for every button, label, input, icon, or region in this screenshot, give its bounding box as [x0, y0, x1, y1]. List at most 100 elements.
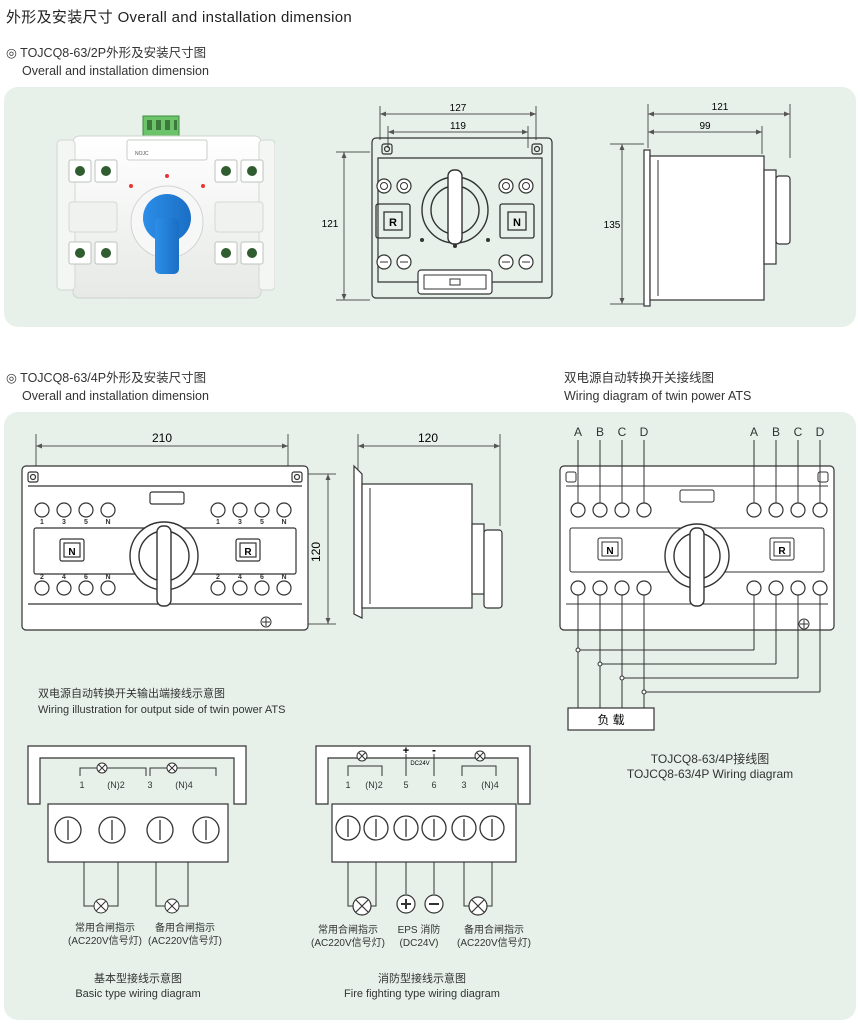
wiring-caption-en: TOJCQ8-63/4P Wiring diagram [626, 767, 794, 781]
dim-120: 120 [309, 542, 323, 562]
svg-text:3: 3 [147, 780, 152, 790]
svg-text:3: 3 [238, 519, 242, 526]
fire-wiring-diagram: + - DC24V 1 (N)2 5 6 3 (N)4 [315, 743, 531, 916]
svg-text:D: D [816, 425, 825, 439]
section2-title-cn: ◎ TOJCQ8-63/4P外形及安装尺寸图 [6, 371, 207, 385]
badge-r-4p: R [244, 547, 252, 558]
output-title-cn: 双电源自动转换开关输出端接线示意图 [38, 688, 225, 700]
svg-text:1: 1 [40, 519, 44, 526]
wiring-caption-cn: TOJCQ8-63/4P接线图 [650, 752, 770, 766]
dc-minus: - [432, 743, 436, 757]
svg-text:6: 6 [260, 574, 264, 581]
fire-lamp1-caption: 常用合闸指示 (AC220V信号灯) [300, 924, 396, 950]
dim-121: 121 [322, 219, 339, 230]
load-label: 负 载 [597, 713, 624, 727]
section2-heading: ◎ TOJCQ8-63/4P外形及安装尺寸图 Overall and insta… [6, 369, 209, 405]
dim-135: 135 [604, 220, 621, 231]
badge-n-2p: R [389, 217, 397, 229]
svg-text:N: N [105, 519, 110, 526]
svg-text:B: B [772, 425, 780, 439]
dc-plus: + [403, 745, 409, 757]
svg-text:C: C [618, 425, 627, 439]
fire-lamp2-en: (AC220V信号灯) [457, 938, 531, 949]
fire-lamp2-cn: 备用合闸指示 [464, 925, 524, 936]
svg-text:4: 4 [238, 574, 242, 581]
svg-text:2: 2 [40, 574, 44, 581]
output-heading: 双电源自动转换开关输出端接线示意图 Wiring illustration fo… [38, 686, 285, 718]
side-view-2p: 121 99 135 [604, 102, 791, 307]
svg-text:A: A [574, 425, 582, 439]
fire-caption-cn: 消防型接线示意图 [378, 973, 466, 985]
section1-heading: ◎ TOJCQ8-63/2P外形及安装尺寸图 Overall and insta… [6, 44, 209, 80]
fire-caption-en: Fire fighting type wiring diagram [344, 988, 500, 1000]
svg-text:5: 5 [403, 780, 408, 790]
svg-text:4: 4 [62, 574, 66, 581]
svg-text:N: N [281, 519, 286, 526]
svg-text:(N)4: (N)4 [481, 780, 499, 790]
svg-text:2: 2 [216, 574, 220, 581]
svg-text:(N)2: (N)2 [107, 780, 125, 790]
svg-text:5: 5 [260, 519, 264, 526]
wiring-heading: 双电源自动转换开关接线图 Wiring diagram of twin powe… [564, 369, 751, 405]
svg-text:N: N [105, 574, 110, 581]
svg-text:1: 1 [345, 780, 350, 790]
svg-text:A: A [750, 425, 758, 439]
svg-text:C: C [794, 425, 803, 439]
svg-text:B: B [596, 425, 604, 439]
wiring-title-cn: 双电源自动转换开关接线图 [564, 371, 715, 385]
load-box [567, 707, 655, 731]
dc24v-label: DC24V [410, 761, 429, 767]
device-brand-label: NOJC [135, 151, 149, 157]
badge-n-wiring: N [606, 546, 613, 557]
svg-text:3: 3 [62, 519, 66, 526]
badge-r-2p: N [513, 217, 521, 229]
basic-caption: 基本型接线示意图 Basic type wiring diagram [40, 972, 236, 1002]
front-view-2p: 127 119 121 R N [322, 103, 553, 301]
svg-text:1: 1 [216, 519, 220, 526]
wiring-title-en: Wiring diagram of twin power ATS [564, 389, 752, 403]
svg-text:1: 1 [79, 780, 84, 790]
dim-127: 127 [450, 103, 467, 114]
basic-wiring-diagram: 1 (N)2 3 (N)4 [27, 745, 247, 914]
basic-lamp2-cn: 备用合闸指示 [155, 923, 215, 934]
section2-title-en: Overall and installation dimension [22, 389, 209, 403]
dim-side-120: 120 [418, 431, 438, 445]
eps-caption: EPS 消防 (DC24V) [384, 924, 454, 950]
dim-side-121: 121 [712, 102, 729, 113]
output-title-en: Wiring illustration for output side of t… [38, 704, 286, 716]
section1-title-cn: ◎ TOJCQ8-63/2P外形及安装尺寸图 [6, 46, 207, 60]
dim-99: 99 [699, 121, 711, 132]
basic-lamp1-en: (AC220V信号灯) [68, 936, 142, 947]
svg-text:5: 5 [84, 519, 88, 526]
terminals-top-4p [34, 502, 292, 596]
basic-caption-en: Basic type wiring diagram [75, 988, 201, 1000]
fire-caption: 消防型接线示意图 Fire fighting type wiring diagr… [322, 972, 522, 1002]
svg-text:D: D [640, 425, 649, 439]
badge-n-4p: N [68, 547, 75, 558]
wiring-caption: TOJCQ8-63/4P接线图 TOJCQ8-63/4P Wiring diag… [580, 752, 840, 782]
dim-210: 210 [152, 431, 172, 445]
basic-lamp2-en: (AC220V信号灯) [148, 936, 222, 947]
svg-text:(N)2: (N)2 [365, 780, 383, 790]
fire-lamp2-caption: 备用合闸指示 (AC220V信号灯) [446, 924, 542, 950]
badge-r-wiring: R [778, 546, 786, 557]
svg-text:6: 6 [84, 574, 88, 581]
basic-caption-cn: 基本型接线示意图 [94, 973, 182, 985]
svg-text:3: 3 [461, 780, 466, 790]
basic-lamp2-caption: 备用合闸指示 (AC220V信号灯) [138, 922, 232, 948]
side-view-4p: 120 [353, 431, 503, 619]
section1-title-en: Overall and installation dimension [22, 64, 209, 78]
page-title: 外形及安装尺寸 Overall and installation dimensi… [6, 9, 353, 26]
basic-lamp1-caption: 常用合闸指示 (AC220V信号灯) [58, 922, 152, 948]
fire-lamp1-cn: 常用合闸指示 [318, 925, 378, 936]
basic-lamp1-cn: 常用合闸指示 [75, 923, 135, 934]
svg-text:N: N [281, 574, 286, 581]
svg-text:(N)4: (N)4 [175, 780, 193, 790]
svg-text:6: 6 [431, 780, 436, 790]
dim-119: 119 [450, 121, 466, 132]
eps-en: (DC24V) [399, 938, 439, 949]
device-photo-2p: NOJC [56, 115, 275, 299]
